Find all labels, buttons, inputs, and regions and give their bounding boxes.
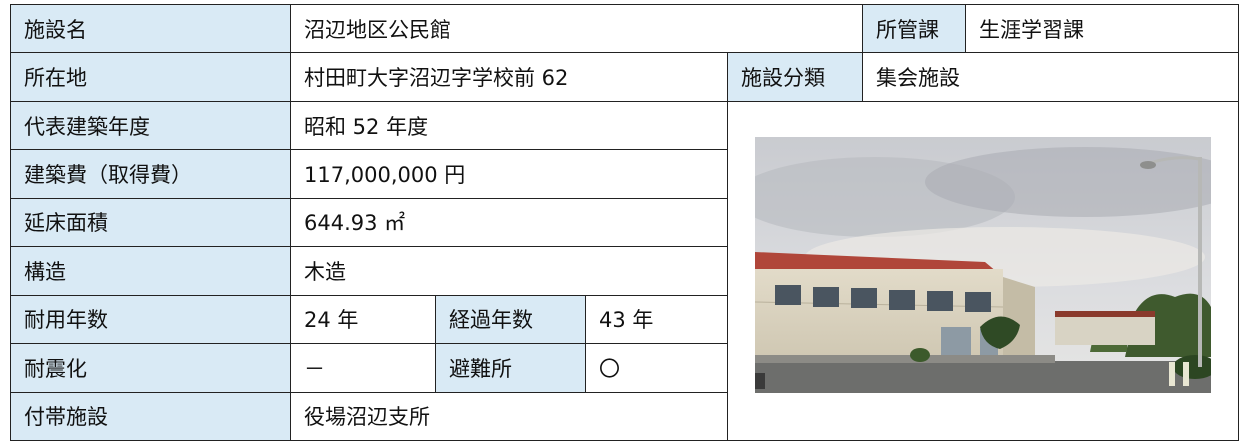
evacuation-value: 〇	[586, 344, 728, 393]
address-value: 村田町大字沼辺字学校前 62	[291, 53, 728, 102]
build-year-label: 代表建築年度	[11, 101, 291, 151]
structure-value: 木造	[291, 247, 728, 296]
attached-facility-label: 付帯施設	[11, 392, 291, 441]
facility-photo	[755, 136, 1211, 393]
seismic-value: －	[291, 344, 436, 393]
attached-facility-value: 役場沼辺支所	[291, 392, 728, 441]
address-label: 所在地	[11, 53, 291, 102]
structure-label: 構造	[11, 247, 291, 296]
service-life-label: 耐用年数	[11, 295, 291, 345]
facility-table: 施設名 沼辺地区公民館 所管課 生涯学習課 所在地 村田町大字沼辺字学校前 62…	[10, 4, 1239, 441]
elapsed-years-value: 43 年	[586, 295, 728, 345]
department-value: 生涯学習課	[966, 5, 1239, 54]
facility-photo-cell	[728, 101, 1239, 441]
service-life-value: 24 年	[291, 295, 436, 345]
construction-cost-value: 117,000,000 円	[291, 150, 728, 199]
facility-category-label: 施設分類	[728, 53, 863, 102]
facility-name-value: 沼辺地区公民館	[291, 5, 863, 54]
construction-cost-label: 建築費（取得費）	[11, 150, 291, 199]
seismic-label: 耐震化	[11, 344, 291, 393]
facility-name-label: 施設名	[11, 5, 291, 54]
evacuation-label: 避難所	[436, 344, 586, 393]
floor-area-value: 644.93 ㎡	[291, 198, 728, 248]
floor-area-label: 延床面積	[11, 198, 291, 248]
elapsed-years-label: 経過年数	[436, 295, 586, 345]
department-label: 所管課	[863, 5, 966, 54]
build-year-value: 昭和 52 年度	[291, 101, 728, 151]
facility-category-value: 集会施設	[863, 53, 1239, 102]
